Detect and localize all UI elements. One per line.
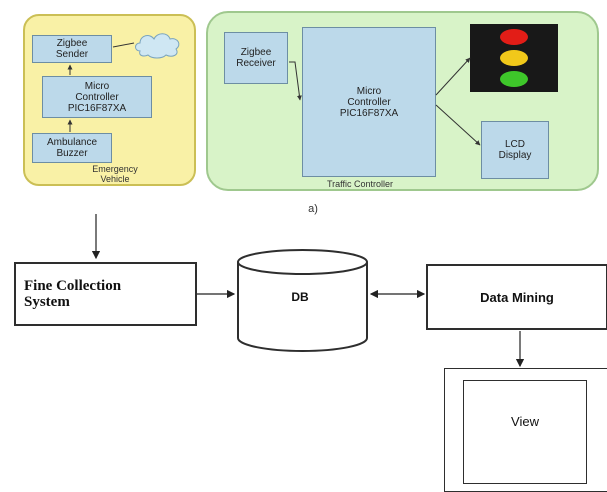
traffic-light	[470, 24, 558, 92]
receiver-to-mc-arrow	[289, 61, 302, 101]
zigbee-sender-box: Zigbee Sender	[32, 35, 112, 63]
db-label: DB	[291, 290, 309, 304]
red-light	[500, 28, 528, 45]
zigbee-receiver-box: Zigbee Receiver	[224, 32, 288, 84]
mc-to-lcd-arrow	[435, 104, 481, 146]
data-mining-box: Data Mining	[426, 264, 607, 330]
sender-to-cloud-line	[112, 42, 135, 48]
ambulance-buzzer-box: Ambulance Buzzer	[32, 133, 112, 163]
cloud-icon	[135, 33, 180, 59]
lcd-display-box: LCD Display	[481, 121, 549, 179]
yellow-light	[500, 49, 528, 66]
green-light	[500, 71, 528, 88]
view-label: View	[511, 414, 539, 429]
traffic-controller-caption: Traffic Controller	[326, 179, 394, 189]
subfigure-label: a)	[308, 203, 318, 215]
ev-micro-controller-box: Micro Controller PIC16F87XA	[42, 76, 152, 118]
view-inner-box	[463, 380, 587, 484]
fine-collection-box: Fine Collection System	[14, 262, 197, 326]
emergency-vehicle-caption: Emergency Vehicle	[92, 164, 138, 184]
tc-micro-controller-box: Micro Controller PIC16F87XA	[302, 27, 436, 177]
database-icon	[237, 249, 368, 352]
mc-to-light-arrow	[435, 57, 471, 96]
